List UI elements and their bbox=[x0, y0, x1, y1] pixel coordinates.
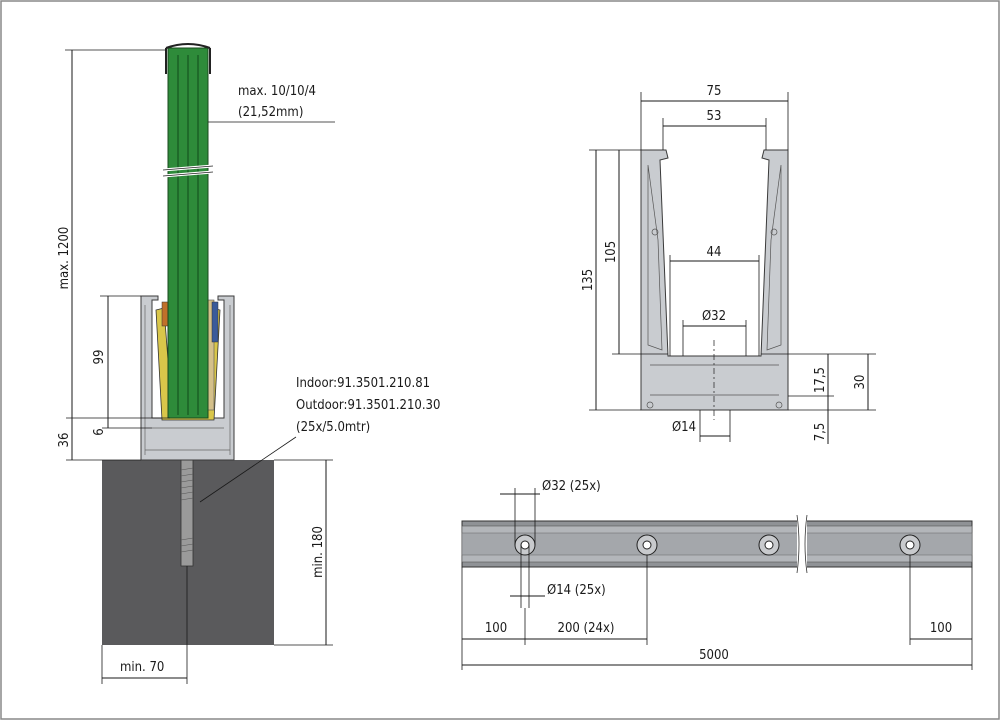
label-min-180: min. 180 bbox=[311, 526, 326, 578]
label-5000: 5000 bbox=[699, 648, 729, 663]
label-36: 36 bbox=[57, 433, 72, 448]
label-135: 135 bbox=[581, 269, 596, 291]
label-75: 75 bbox=[707, 84, 722, 99]
label-max-1200: max. 1200 bbox=[57, 227, 72, 290]
article-qty: (25x/5.0mtr) bbox=[296, 420, 370, 435]
label-7-5: 7,5 bbox=[813, 423, 828, 442]
side-section-view: max. 1200 99 36 6 max. 10/10/4 (21,52mm)… bbox=[57, 43, 440, 684]
mounting-holes bbox=[514, 534, 921, 556]
glass-cap bbox=[165, 43, 211, 74]
label-6: 6 bbox=[92, 428, 107, 435]
label-53: 53 bbox=[707, 109, 722, 124]
label-44: 44 bbox=[707, 245, 722, 260]
profile-cross-section: 75 53 44 Ø32 Ø14 135 105 17,5 bbox=[581, 84, 876, 444]
label-17-5: 17,5 bbox=[813, 367, 828, 393]
label-100-left: 100 bbox=[485, 621, 507, 636]
label-100-right: 100 bbox=[930, 621, 952, 636]
article-outdoor: Outdoor:91.3501.210.30 bbox=[296, 398, 440, 413]
article-indoor: Indoor:91.3501.210.81 bbox=[296, 376, 430, 391]
label-hole-large: Ø32 (25x) bbox=[542, 479, 601, 494]
glass-spec-line1: max. 10/10/4 bbox=[238, 84, 316, 99]
label-hole-small: Ø14 (25x) bbox=[547, 583, 606, 598]
label-99: 99 bbox=[92, 350, 107, 365]
label-d32: Ø32 bbox=[702, 309, 726, 324]
profile-plan-view: Ø32 (25x) Ø14 (25x) 100 200 (24x) 100 50… bbox=[461, 479, 973, 670]
glass-spec-line2: (21,52mm) bbox=[238, 105, 303, 120]
label-min-70: min. 70 bbox=[120, 660, 164, 675]
label-200-24x: 200 (24x) bbox=[558, 621, 615, 636]
label-d14: Ø14 bbox=[672, 420, 696, 435]
label-30: 30 bbox=[853, 375, 868, 390]
gasket-right bbox=[211, 301, 219, 343]
label-105: 105 bbox=[604, 241, 619, 263]
